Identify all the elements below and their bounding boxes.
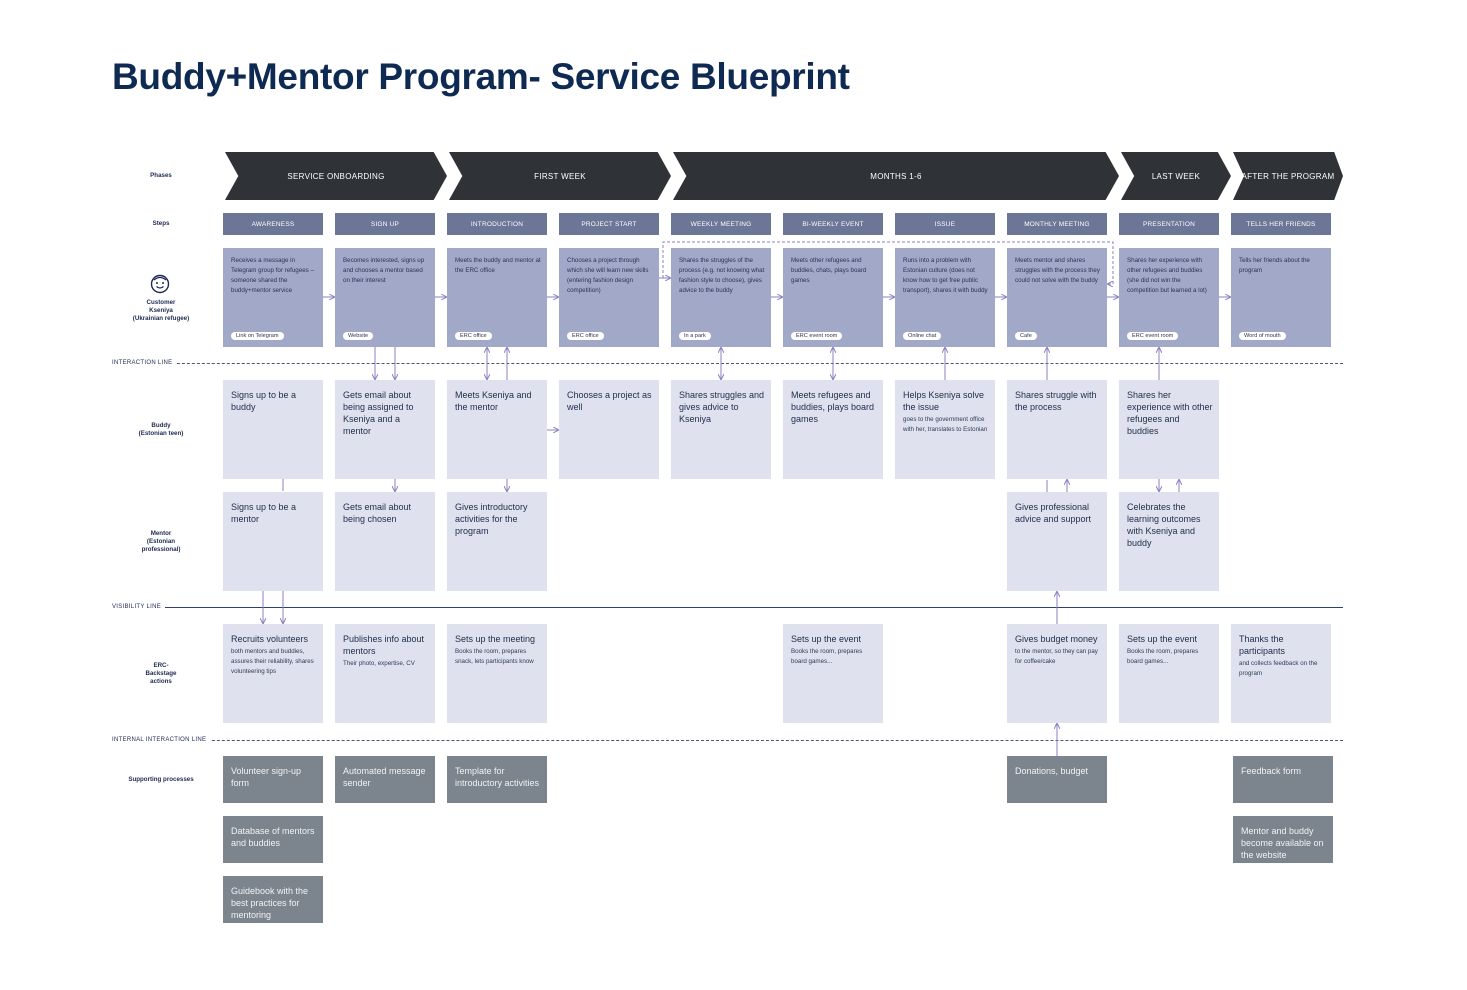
support-card: Donations, budget	[1007, 756, 1107, 803]
phase-months-1-6: MONTHS 1-6	[673, 152, 1119, 200]
interaction-line-label: INTERACTION LINE	[112, 360, 177, 366]
customer-card-awareness: Receives a message in Telegram group for…	[223, 248, 323, 347]
buddy-card-bi-weekly-event: Meets refugees and buddies, plays board …	[783, 380, 883, 479]
support-card: Template for introductory activities	[447, 756, 547, 803]
channel-tag: ERC event room	[1127, 332, 1179, 340]
support-card: Database of mentors and buddies	[223, 816, 323, 863]
step-issue: ISSUE	[895, 213, 995, 235]
mentor-card-presentation: Celebrates the learning outcomes with Ks…	[1119, 492, 1219, 591]
channel-tag: Word of mouth	[1239, 332, 1286, 340]
step-sign-up: SIGN UP	[335, 213, 435, 235]
interaction-line	[112, 363, 1343, 364]
mentor-card-monthly-meeting: Gives professional advice and support	[1007, 492, 1107, 591]
row-label-mentor: Mentor (Estonian professional)	[141, 530, 181, 553]
customer-card-sign-up: Becomes interested, signs up and chooses…	[335, 248, 435, 347]
customer-card-tells-her-friends: Tells her friends about the program Word…	[1231, 248, 1331, 347]
phase-last-week: LAST WEEK	[1121, 152, 1231, 200]
buddy-card-sign-up: Gets email about being assigned to Kseni…	[335, 380, 435, 479]
internal-interaction-line	[112, 740, 1343, 741]
row-label-erc: ERC- Backstage actions	[145, 662, 177, 685]
page-title: Buddy+Mentor Program- Service Blueprint	[112, 56, 850, 97]
buddy-card-project-start: Chooses a project as well	[559, 380, 659, 479]
channel-tag: Website	[343, 332, 374, 340]
step-project-start: PROJECT START	[559, 213, 659, 235]
mentor-card-awareness: Signs up to be a mentor	[223, 492, 323, 591]
loop-connector	[662, 241, 1114, 284]
customer-card-project-start: Chooses a project through which she will…	[559, 248, 659, 347]
buddy-card-presentation: Shares her experience with other refugee…	[1119, 380, 1219, 479]
internal-interaction-line-label: INTERNAL INTERACTION LINE	[112, 737, 211, 743]
channel-tag: ERC event room	[791, 332, 843, 340]
customer-card-presentation: Shares her experience with other refugee…	[1119, 248, 1219, 347]
customer-card-introduction: Meets the buddy and mentor at the ERC of…	[447, 248, 547, 347]
row-label-phases: Phases	[150, 172, 172, 179]
channel-tag: ERC office	[567, 332, 604, 340]
support-card: Mentor and buddy become available on the…	[1233, 816, 1333, 863]
channel-tag: ERC office	[455, 332, 492, 340]
buddy-card-awareness: Signs up to be a buddy	[223, 380, 323, 479]
mentor-card-sign-up: Gets email about being chosen	[335, 492, 435, 591]
channel-tag: Link on Telegram	[231, 332, 284, 340]
smiley-face-icon	[150, 274, 170, 294]
support-card: Feedback form	[1233, 756, 1333, 803]
support-card: Automated message sender	[335, 756, 435, 803]
buddy-card-weekly-meeting: Shares struggles and gives advice to Kse…	[671, 380, 771, 479]
step-tells-her-friends: TELLS HER FRIENDS	[1231, 213, 1331, 235]
row-label-steps: Steps	[152, 220, 170, 227]
phase-after-the-program: AFTER THE PROGRAM	[1233, 152, 1343, 200]
support-card: Volunteer sign-up form	[223, 756, 323, 803]
channel-tag: Cafe	[1015, 332, 1037, 340]
step-bi-weekly-event: BI-WEEKLY EVENT	[783, 213, 883, 235]
mentor-card-introduction: Gives introductory activities for the pr…	[447, 492, 547, 591]
step-weekly-meeting: WEEKLY MEETING	[671, 213, 771, 235]
support-card: Guidebook with the best practices for me…	[223, 876, 323, 923]
row-label-supporting: Supporting processes	[128, 776, 194, 783]
customer-card-weekly-meeting: Shares the struggles of the process (e.g…	[671, 248, 771, 347]
channel-tag: Online chat	[903, 332, 942, 340]
step-awareness: AWARENESS	[223, 213, 323, 235]
channel-tag: In a park	[679, 332, 711, 340]
phase-service-onboarding: SERVICE ONBOARDING	[225, 152, 447, 200]
visibility-line-label: VISIBILITY LINE	[112, 604, 166, 610]
step-introduction: INTRODUCTION	[447, 213, 547, 235]
customer-card-monthly-meeting: Meets mentor and shares struggles with t…	[1007, 248, 1107, 347]
customer-card-issue: Runs into a problem with Estonian cultur…	[895, 248, 995, 347]
customer-card-bi-weekly-event: Meets other refugees and buddies, chats,…	[783, 248, 883, 347]
buddy-card-monthly-meeting: Shares struggle with the process	[1007, 380, 1107, 479]
step-monthly-meeting: MONTHLY MEETING	[1007, 213, 1107, 235]
buddy-card-introduction: Meets Kseniya and the mentor	[447, 380, 547, 479]
row-label-customer: Customer Kseniya (Ukrainian refugee)	[132, 299, 190, 322]
step-presentation: PRESENTATION	[1119, 213, 1219, 235]
phase-first-week: FIRST WEEK	[449, 152, 671, 200]
row-label-buddy: Buddy (Estonian teen)	[138, 422, 184, 437]
visibility-line	[112, 607, 1343, 608]
